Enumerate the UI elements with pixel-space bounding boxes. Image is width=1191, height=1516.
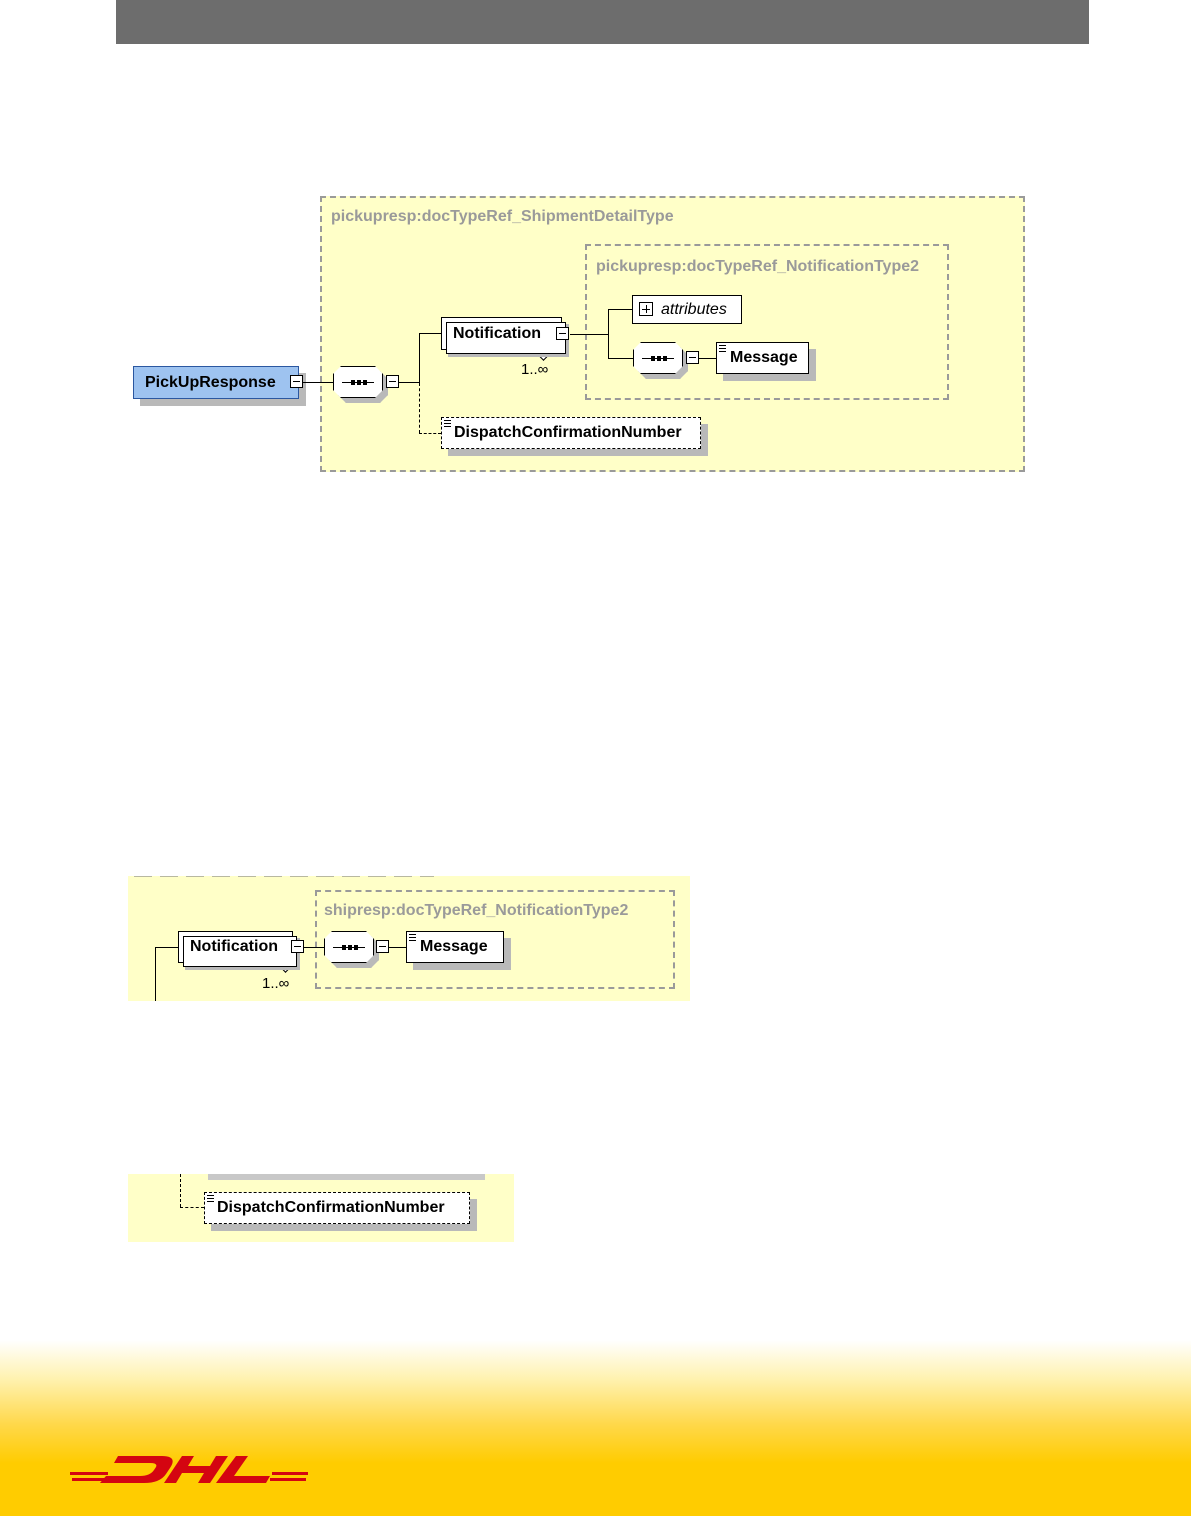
dispatch-confirmation-element[interactable]: DispatchConfirmationNumber	[204, 1192, 470, 1224]
connector	[419, 333, 421, 383]
cropped-element-shadow	[208, 1174, 485, 1180]
connector	[180, 1174, 181, 1207]
notification-element[interactable]: Notification	[178, 931, 297, 967]
pickup-response-collapse-icon[interactable]	[290, 375, 303, 388]
connector	[180, 1207, 204, 1208]
simple-content-icon	[207, 1195, 214, 1204]
connector	[419, 433, 441, 434]
pickup-response-label: PickUpResponse	[145, 373, 276, 391]
notification-label: Notification	[453, 324, 541, 342]
notification-element[interactable]: Notification	[441, 317, 566, 354]
connector	[304, 947, 324, 949]
notification-type-box	[585, 244, 949, 400]
sequence-icon	[342, 945, 358, 950]
sequence-compositor[interactable]	[324, 931, 374, 963]
dhl-logo	[70, 1456, 308, 1483]
pickup-response-element[interactable]: PickUpResponse	[133, 366, 299, 399]
sequence-collapse-icon[interactable]	[386, 375, 399, 388]
sequence-collapse-icon[interactable]	[686, 351, 699, 364]
header-bar	[116, 0, 1089, 44]
footer-band	[0, 1340, 1191, 1516]
message-element[interactable]: Message	[406, 931, 504, 963]
connector	[570, 334, 608, 336]
connector	[699, 358, 716, 360]
connector	[608, 309, 632, 311]
connector	[419, 383, 420, 433]
notification-type-box	[315, 890, 675, 989]
connector	[155, 947, 178, 949]
simple-content-icon	[444, 420, 451, 429]
dispatch-confirmation-element[interactable]: DispatchConfirmationNumber	[441, 417, 701, 449]
notification-type-label: pickupresp:docTypeRef_NotificationType2	[596, 258, 920, 275]
sequence-icon	[351, 380, 367, 385]
connector	[389, 947, 406, 949]
notification-collapse-icon[interactable]	[291, 940, 304, 953]
connector	[419, 333, 441, 335]
shipment-detail-type-label: pickupresp:docTypeRef_ShipmentDetailType	[331, 208, 674, 225]
notification-type-label: shipresp:docTypeRef_NotificationType2	[324, 902, 629, 919]
attributes-expand-icon[interactable]	[639, 302, 653, 316]
sequence-collapse-icon[interactable]	[376, 940, 389, 953]
notification-collapse-icon[interactable]	[556, 327, 569, 340]
simple-content-icon	[409, 934, 416, 943]
sequence-compositor[interactable]	[333, 366, 383, 398]
connector	[399, 382, 419, 384]
dispatch-confirmation-label: DispatchConfirmationNumber	[217, 1199, 445, 1216]
cropped-label	[134, 876, 434, 877]
connector	[608, 358, 633, 360]
message-label: Message	[420, 938, 488, 955]
notification-label: Notification	[190, 938, 278, 955]
connector	[155, 947, 157, 1001]
connector	[303, 382, 333, 384]
notification-cardinality: 1..∞	[262, 975, 290, 992]
sequence-icon	[651, 356, 667, 361]
attributes-label: attributes	[661, 300, 727, 318]
message-label: Message	[730, 349, 798, 366]
simple-content-icon	[719, 345, 726, 354]
notification-cardinality: 1..∞	[521, 361, 549, 378]
connector	[608, 309, 610, 359]
dispatch-confirmation-label: DispatchConfirmationNumber	[454, 424, 682, 441]
sequence-compositor[interactable]	[633, 342, 683, 374]
message-element[interactable]: Message	[716, 342, 809, 374]
